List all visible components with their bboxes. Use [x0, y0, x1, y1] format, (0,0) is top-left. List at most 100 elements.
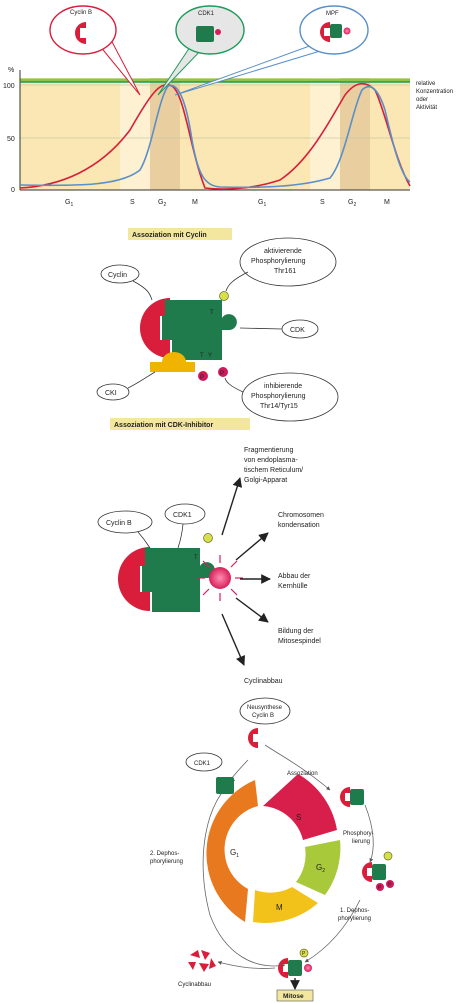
effect-cyclin-degradation: Cyclinabbau — [244, 678, 283, 685]
title-bottom-box — [110, 418, 250, 430]
label-inhibitory-bubble — [241, 372, 339, 422]
label-cyclin-bubble — [100, 264, 140, 284]
label-activating-3: Thr161 — [274, 268, 296, 275]
free-cdk1-icon — [216, 777, 234, 794]
degraded-cyclin-2 — [201, 950, 210, 960]
phase-label-g2-b: G2 — [348, 199, 356, 208]
phase-label-m-a: M — [192, 199, 198, 206]
band-g2-a — [150, 78, 180, 190]
complex-2-cyclin — [362, 862, 372, 882]
activating-leader — [225, 271, 249, 292]
label-cdk: CDK — [290, 327, 305, 334]
cycle-label-m: M — [276, 903, 283, 912]
band-g1-a — [20, 78, 120, 190]
label-inhibitory-2: Phosphorylierung — [251, 393, 306, 400]
complex-2-yellow-p — [383, 851, 393, 861]
complex-3-p-label: P — [302, 951, 306, 957]
complex-3-cyclin — [278, 958, 288, 978]
bubble-cyclin-b: Cyclin B — [49, 5, 141, 96]
effect-spindle-2: Mitosespindel — [278, 638, 321, 645]
loop-to-cdk1 — [264, 744, 331, 791]
y-axis-unit: % — [8, 67, 14, 74]
complex-3: P — [278, 948, 312, 978]
cycle-label-g1: G1 — [230, 848, 239, 859]
y-tick-100: 100 — [3, 83, 15, 90]
effect-fragmentation-3: tischem Reticulum/ — [244, 467, 303, 474]
label-cyclin-b-bubble — [97, 510, 153, 534]
neusynthese-2: Cyclin B — [252, 713, 274, 719]
cyclin-molecule — [140, 298, 170, 358]
title-bottom: Assoziation mit CDK-Inhibitor — [114, 422, 213, 429]
effect-fragmentation: Fragmentierung von endoplasma- tischem R… — [244, 447, 303, 484]
band-s-a — [120, 78, 150, 190]
complex-2-p1 — [376, 883, 384, 891]
title-top-box — [128, 228, 232, 240]
phase-label-s-b: S — [320, 199, 325, 206]
inhibitory-phospho-y — [218, 367, 228, 377]
side-label-4: Aktivität — [416, 105, 437, 111]
effect-fragmentation-4: Golgi-Apparat — [244, 477, 287, 484]
degraded-cyclin-1 — [190, 950, 200, 958]
effect-fragmentation-1: Fragmentierung — [244, 447, 294, 454]
phosphorylierung-2: lierung — [352, 839, 370, 845]
neusynthese-bubble — [239, 697, 291, 725]
label-cyclin-b: Cyclin B — [106, 520, 132, 527]
label-inhibitory-3: Thr14/Tyr15 — [260, 403, 298, 410]
inhibitory-phospho-t — [198, 371, 208, 381]
complex-2-p1-label: P — [378, 885, 382, 891]
activating-phospho — [219, 291, 229, 301]
panel-c: T Cyclin B CDK1 Fragmen — [97, 447, 324, 685]
phosphorylierung-1: Phosphory- — [343, 831, 374, 837]
effect-chromosome-1: Chromosomen — [278, 512, 324, 519]
new-cyclin-icon — [248, 728, 258, 748]
p-label-t: P — [200, 375, 204, 381]
bubble-cyclin-label: Cyclin B — [70, 10, 92, 16]
effect-chromosome-2: kondensation — [278, 522, 320, 529]
mitose-box — [276, 989, 314, 1002]
panel-b: Assoziation mit Cyclin T T Y P P Cyclin … — [96, 228, 339, 430]
outer-loop — [202, 779, 286, 968]
inhibitory-leader — [224, 377, 244, 393]
phase-labels: G1 S G2 M G1 S G2 M — [65, 199, 390, 208]
mpf-cdk-molecule — [142, 548, 215, 612]
label-cki: CKI — [105, 390, 117, 397]
cyclinabbau-label: Cyclinabbau — [178, 982, 211, 988]
arrow-chromosome — [235, 532, 269, 561]
panel-d: S G2 M G1 Neusynthese Cyclin B CDK1 Asso… — [150, 697, 394, 1002]
cyclin-b-leader — [137, 531, 151, 549]
cdk1-leader — [177, 523, 184, 549]
label-cki-bubble — [96, 383, 130, 401]
complex-3-cdk — [288, 960, 302, 976]
phase-label-g1-a: G1 — [65, 199, 73, 208]
side-label-2: Konzentration — [416, 89, 453, 95]
cyclin-shape-icon — [75, 22, 86, 44]
label-cdk1: CDK1 — [173, 512, 192, 519]
label-activating-bubble — [239, 237, 337, 287]
loop-from-cyclin-new — [229, 759, 249, 781]
dephos1-2: phorylierung — [338, 916, 371, 922]
complex-3-active — [304, 964, 312, 972]
band-g2-b — [340, 78, 370, 190]
dephos2-1: 2. Dephos- — [150, 851, 179, 857]
y-tick-50: 50 — [7, 136, 15, 143]
side-label-3: oder — [416, 97, 428, 103]
degraded-cyclin — [188, 950, 216, 972]
y-tick-0: 0 — [11, 187, 15, 194]
degraded-cyclin-3 — [188, 962, 196, 970]
mpf-active-icon — [343, 27, 351, 35]
bubble-cdk1: CDK1 — [157, 5, 245, 96]
cycle-segment-s — [263, 774, 337, 840]
cyclin-leader — [132, 280, 153, 301]
effect-spindle-1: Bildung der — [278, 628, 314, 635]
degraded-cyclin-4 — [199, 963, 209, 972]
cdk-molecule — [162, 300, 237, 360]
phase-label-m-b: M — [384, 199, 390, 206]
complex-1-cdk — [350, 789, 364, 805]
mpf-activating-phospho — [203, 533, 213, 543]
label-cyclin: Cyclin — [108, 272, 127, 279]
arrow-fragmentation — [221, 477, 243, 536]
label-activating-1: aktivierende — [264, 248, 302, 255]
active-kinase-core — [209, 567, 231, 589]
complex-2: P P — [362, 851, 394, 891]
